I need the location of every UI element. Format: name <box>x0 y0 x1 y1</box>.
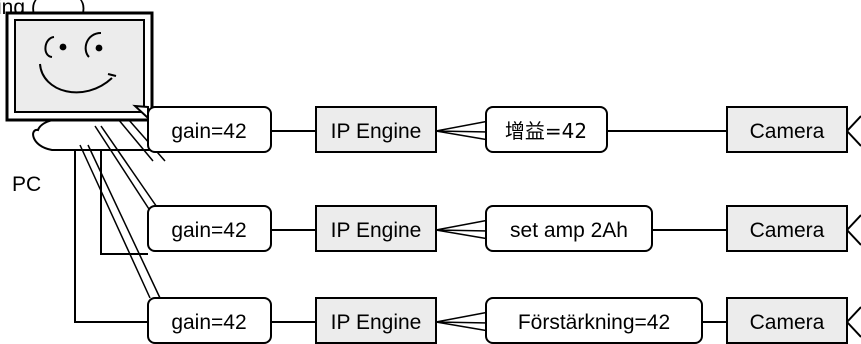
row-2: gain=42 IP Engine set amp 2Ah Camera <box>148 206 861 251</box>
ip-engine-label: IP Engine <box>331 219 422 242</box>
gain-label: gain=42 <box>171 311 246 334</box>
camera-lens-icon <box>847 307 861 337</box>
command-label: Förstärkning=42 <box>518 311 670 334</box>
ip-engine-label: IP Engine <box>331 120 422 143</box>
gain-label: gain=42 <box>171 219 246 242</box>
row-1: gain=42 IP Engine 增益=42 Camera <box>135 106 861 152</box>
command-label: 增益=42 <box>505 119 587 143</box>
camera-label: Camera <box>750 120 825 143</box>
row-3: gain=42 IP Engine Förstärkning=42 Camera <box>148 298 861 343</box>
camera-lens-icon <box>847 116 861 146</box>
gain-label: gain=42 <box>171 120 246 143</box>
monitor-screen <box>15 20 144 112</box>
pc-computer-icon <box>7 13 152 150</box>
command-label: set amp 2Ah <box>510 219 628 242</box>
monitor-stand <box>33 118 150 150</box>
ip-engine-label: IP Engine <box>331 311 422 334</box>
camera-lens-icon <box>847 215 861 245</box>
camera-label: Camera <box>750 219 825 242</box>
camera-label: Camera <box>750 311 825 334</box>
pc-label: PC <box>12 173 41 196</box>
